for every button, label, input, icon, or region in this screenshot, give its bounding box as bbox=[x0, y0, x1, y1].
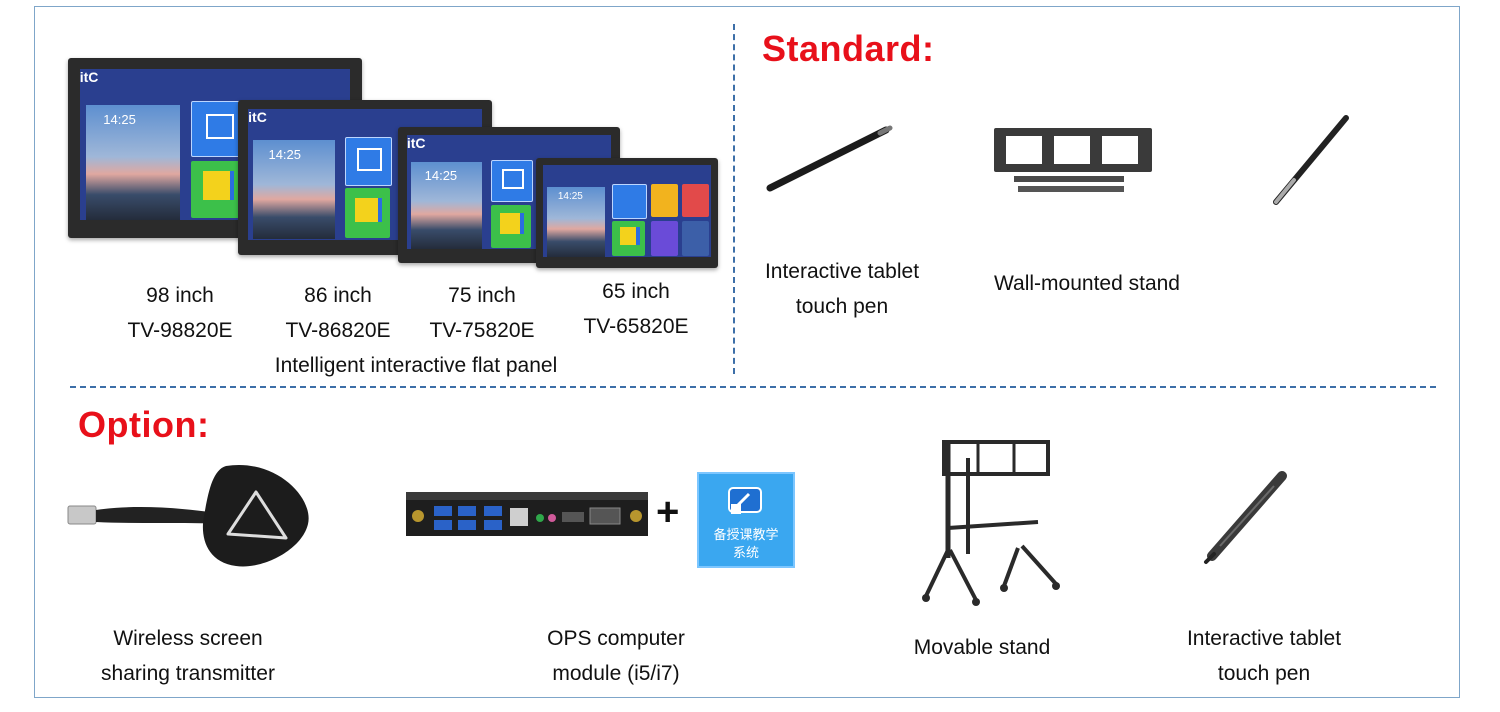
app-tile bbox=[681, 220, 709, 256]
cube-icon bbox=[354, 197, 382, 223]
panel-86-label: 86 inch TV-86820E bbox=[258, 278, 418, 348]
wall-mount-bracket-icon bbox=[994, 128, 1152, 192]
panels-caption: Intelligent interactive flat panel bbox=[274, 354, 558, 377]
panel-size: 86 inch bbox=[304, 284, 372, 307]
lighthouse-photo bbox=[253, 140, 335, 240]
panel-model: TV-98820E bbox=[127, 319, 233, 342]
panel-98-label: 98 inch TV-98820E bbox=[100, 278, 260, 348]
screen-clock: 14:25 bbox=[557, 191, 583, 202]
lighthouse-photo bbox=[411, 162, 483, 250]
stylus-pen-icon bbox=[1204, 471, 1287, 564]
plus-sign: + bbox=[656, 490, 680, 534]
touch-pen-icon bbox=[766, 125, 893, 192]
panel-model: TV-75820E bbox=[429, 319, 535, 342]
standard-title: Standard: bbox=[762, 28, 935, 69]
lighthouse-photo bbox=[546, 186, 606, 257]
app-tile bbox=[612, 184, 648, 220]
wireless-transmitter-icon bbox=[67, 464, 309, 567]
option-title: Option: bbox=[78, 404, 210, 445]
panel-75-label: 75 inch TV-75820E bbox=[402, 278, 562, 348]
label-line: Interactive tablet bbox=[1186, 627, 1342, 650]
app-tile bbox=[491, 159, 534, 203]
itc-logo: itC bbox=[248, 109, 267, 126]
label-line: sharing transmitter bbox=[101, 662, 275, 685]
app-tile bbox=[681, 184, 709, 218]
vertical-divider bbox=[733, 24, 735, 374]
option-pen-label: Interactive tablet touch pen bbox=[1164, 621, 1364, 691]
label-line: touch pen bbox=[795, 295, 889, 318]
pen-icon bbox=[206, 113, 234, 140]
screen-clock: 14:25 bbox=[268, 146, 302, 162]
pen-icon bbox=[502, 169, 525, 190]
content-frame bbox=[34, 6, 1460, 698]
itc-logo: itC bbox=[406, 135, 426, 152]
app-tile bbox=[191, 101, 247, 158]
option-stand-label: Movable stand bbox=[913, 636, 1051, 659]
cube-icon bbox=[619, 227, 641, 245]
label-line: Wireless screen bbox=[113, 627, 263, 650]
label-line: touch pen bbox=[1217, 662, 1311, 685]
cube-icon bbox=[203, 171, 234, 201]
label-line: module (i5/i7) bbox=[552, 662, 680, 685]
panel-model: TV-65820E bbox=[583, 315, 689, 338]
horizontal-divider bbox=[70, 386, 1436, 388]
panel-model: TV-86820E bbox=[285, 319, 391, 342]
app-tile bbox=[650, 220, 678, 256]
pointer-pen-icon bbox=[1273, 115, 1349, 205]
app-icon-text: 备授课教学 bbox=[713, 527, 779, 542]
panel-size: 98 inch bbox=[146, 284, 214, 307]
option-transmitter-label: Wireless screen sharing transmitter bbox=[78, 621, 298, 691]
itc-logo: itC bbox=[79, 68, 99, 85]
cube-icon bbox=[500, 212, 525, 235]
panel-65-label: 65 inch TV-65820E bbox=[556, 274, 716, 344]
app-tile bbox=[650, 184, 678, 218]
panel-size: 75 inch bbox=[448, 284, 516, 307]
ops-module-icon bbox=[406, 492, 648, 536]
standard-pen-label: Interactive tablet touch pen bbox=[742, 254, 942, 324]
movable-stand-icon bbox=[922, 440, 1060, 606]
screen-clock: 14:25 bbox=[103, 112, 136, 127]
label-line: Interactive tablet bbox=[764, 260, 920, 283]
app-icon-text: 系统 bbox=[732, 545, 759, 560]
option-ops-label: OPS computer module (i5/i7) bbox=[506, 621, 726, 691]
pen-icon bbox=[357, 148, 382, 171]
app-icon: 备授课教学 系统 bbox=[697, 472, 795, 568]
label-line: OPS computer bbox=[547, 627, 685, 650]
standard-stand-label: Wall-mounted stand bbox=[994, 272, 1180, 295]
app-tile bbox=[344, 137, 393, 186]
panel-65-image: 14:25 bbox=[536, 158, 718, 268]
screen-clock: 14:25 bbox=[424, 167, 458, 183]
lighthouse-photo bbox=[85, 104, 180, 220]
panel-size: 65 inch bbox=[602, 280, 670, 303]
screen-share-icon bbox=[728, 487, 762, 514]
